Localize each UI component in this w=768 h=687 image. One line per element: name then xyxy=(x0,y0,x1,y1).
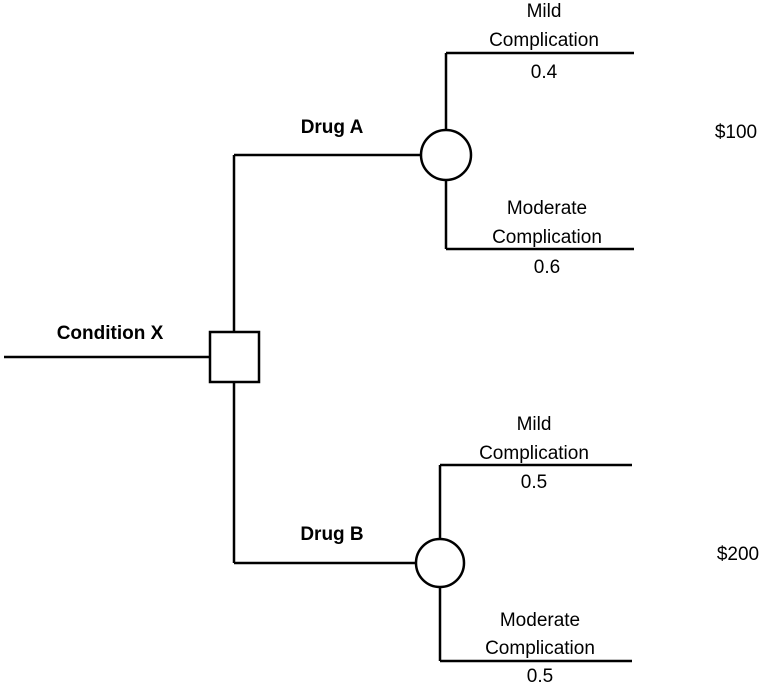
drug-b-chance-node xyxy=(414,537,466,589)
drug-b-moderate-probability: 0.5 xyxy=(527,666,553,687)
drug-a-label: Drug A xyxy=(301,117,364,138)
root-label: Condition X xyxy=(57,323,164,344)
drug-b-mild-label-line1: Mild xyxy=(517,414,552,435)
drug-a-mild-label-line1: Mild xyxy=(527,1,562,22)
drug-b-cost: $200 xyxy=(717,544,759,565)
drug-a-moderate-probability: 0.6 xyxy=(534,257,560,278)
drug-b-moderate-label-line2: Complication xyxy=(485,638,595,659)
drug-a-mild-probability: 0.4 xyxy=(531,62,558,83)
drug-a-mild-label-line2: Complication xyxy=(489,30,599,51)
drug-a-cost: $100 xyxy=(715,122,757,143)
drug-b-label: Drug B xyxy=(300,524,363,545)
drug-a-chance-node xyxy=(419,128,473,182)
drug-a-moderate-label-line2: Complication xyxy=(492,227,602,248)
drug-b-mild-label-line2: Complication xyxy=(479,443,589,464)
drug-b-moderate-label-line1: Moderate xyxy=(500,610,580,631)
drug-b-mild-probability: 0.5 xyxy=(521,472,547,493)
drug-a-moderate-label-line1: Moderate xyxy=(507,198,587,219)
decision-node xyxy=(208,330,261,384)
